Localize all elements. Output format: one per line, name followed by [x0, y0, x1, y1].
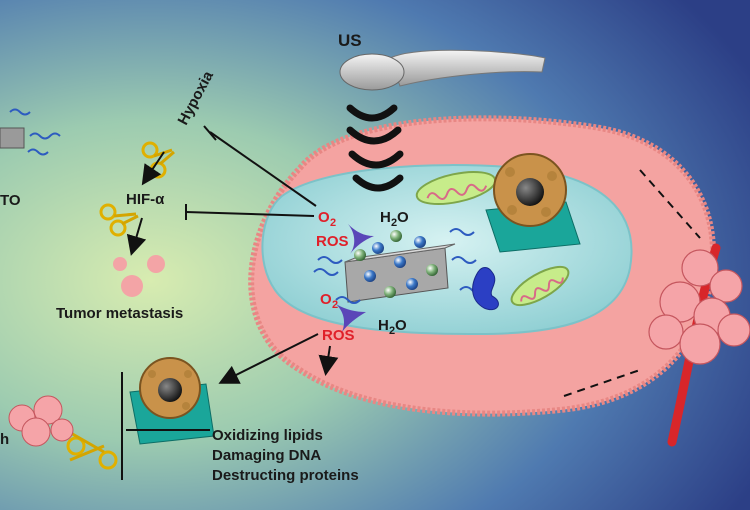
svg-text:2: 2: [389, 325, 395, 337]
hypoxia-to-hif-arrow: [141, 151, 165, 186]
pathway-arrows: [121, 125, 339, 480]
left-partial-h: h: [0, 431, 9, 448]
left-partial-platform: [0, 108, 61, 156]
dashed-guide-top: [639, 169, 701, 239]
svg-text:2: 2: [391, 217, 397, 229]
ros-bottom-label: ROS: [322, 327, 355, 344]
left-partial-label: TO: [0, 192, 21, 209]
ultrasound-waves: [346, 104, 404, 192]
reaction-chevron-bottom: [336, 304, 366, 332]
protein: [472, 267, 499, 310]
inhibit-hif-line: [185, 211, 315, 217]
nanoplatform: [344, 230, 456, 303]
h2o-bottom-label: H 2 O: [378, 317, 407, 337]
metastasis-droplets: [113, 255, 165, 297]
ros-down-arrow: [318, 345, 339, 376]
lipid-droplet-cell: [485, 153, 581, 253]
inhibit-hypoxia-bar: [203, 125, 217, 141]
effect-oxidizing-lipids: Oxidizing lipids: [212, 427, 323, 444]
svg-text:O: O: [320, 291, 332, 308]
svg-text:2: 2: [332, 299, 338, 311]
reaction-chevron-top: [348, 224, 374, 254]
o2-bottom-label: O 2: [320, 291, 338, 311]
hif-label: HIF-α: [126, 191, 165, 208]
ros-to-droplet-arrow: [218, 333, 319, 384]
scissors-icon: [99, 203, 139, 237]
tumor-metastasis-label: Tumor metastasis: [56, 305, 183, 322]
svg-text:O: O: [397, 209, 409, 226]
svg-text:H: H: [378, 317, 389, 334]
svg-text:O: O: [395, 317, 407, 334]
ultrasound-probe: [339, 49, 546, 91]
o2-top-label: O 2: [318, 209, 336, 229]
effect-destructing-proteins: Destructing proteins: [212, 467, 359, 484]
effect-damaging-dna: Damaging DNA: [212, 447, 321, 464]
dna-strands: [313, 228, 485, 304]
us-label: US: [338, 31, 362, 50]
tumor-cluster-right: [648, 249, 750, 365]
svg-text:O: O: [318, 209, 330, 226]
mitochondrion-2: [510, 265, 570, 307]
ros-top-label: ROS: [316, 233, 349, 250]
h2o-top-label: H 2 O: [380, 209, 409, 229]
tumor-cluster-left: [8, 395, 74, 447]
svg-text:2: 2: [330, 217, 336, 229]
inhibit-hypoxia-line: [209, 131, 317, 207]
svg-text:H: H: [380, 209, 391, 226]
hif-to-metastasis-arrow: [126, 217, 147, 256]
